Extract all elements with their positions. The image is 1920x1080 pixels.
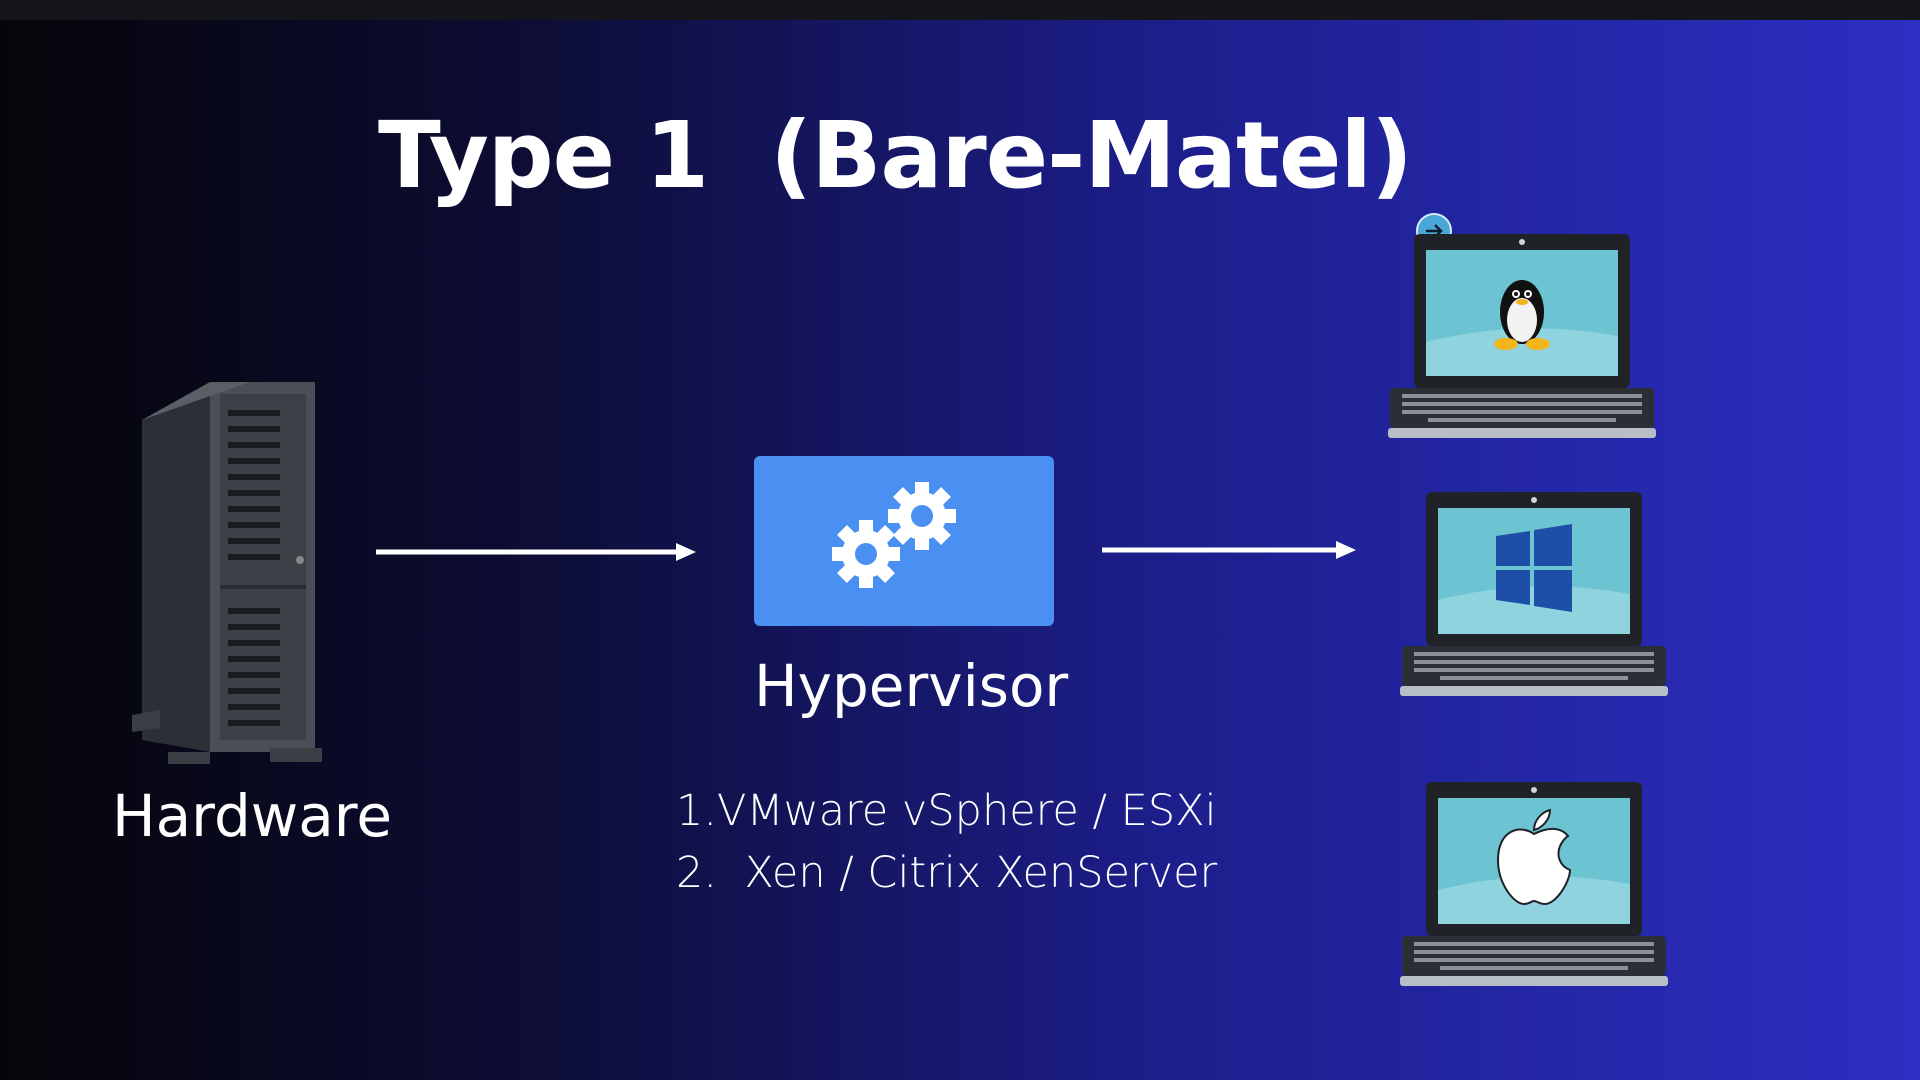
laptop-windows: [1400, 492, 1668, 696]
apple-logo-icon: [1496, 808, 1572, 906]
window-top-bar: [0, 0, 1920, 20]
list-item: 2. Xen / Citrix XenServer: [676, 848, 1218, 898]
arrow-hypervisor-to-vms: [1102, 541, 1356, 559]
hardware-label: Hardware: [112, 782, 393, 850]
hypervisor-label: Hypervisor: [754, 652, 1069, 720]
hypervisor-examples-list: 1.VMware vSphere / ESXi 2. Xen / Citrix …: [676, 780, 1217, 904]
server-tower-icon: [132, 382, 322, 764]
gears-icon: [832, 482, 956, 588]
linux-tux-icon: [1494, 280, 1550, 350]
windows-logo-icon: [1496, 524, 1572, 612]
hypervisor-box: [754, 456, 1054, 626]
slide-title: Type 1 (Bare-Matel): [378, 102, 1413, 209]
arrow-hardware-to-hypervisor: [376, 543, 696, 561]
laptop-linux: [1388, 234, 1656, 438]
slide: Type 1 (Bare-Matel) Hardware: [0, 20, 1920, 1080]
laptop-apple: [1400, 782, 1668, 986]
list-item: 1.VMware vSphere / ESXi: [676, 786, 1217, 836]
